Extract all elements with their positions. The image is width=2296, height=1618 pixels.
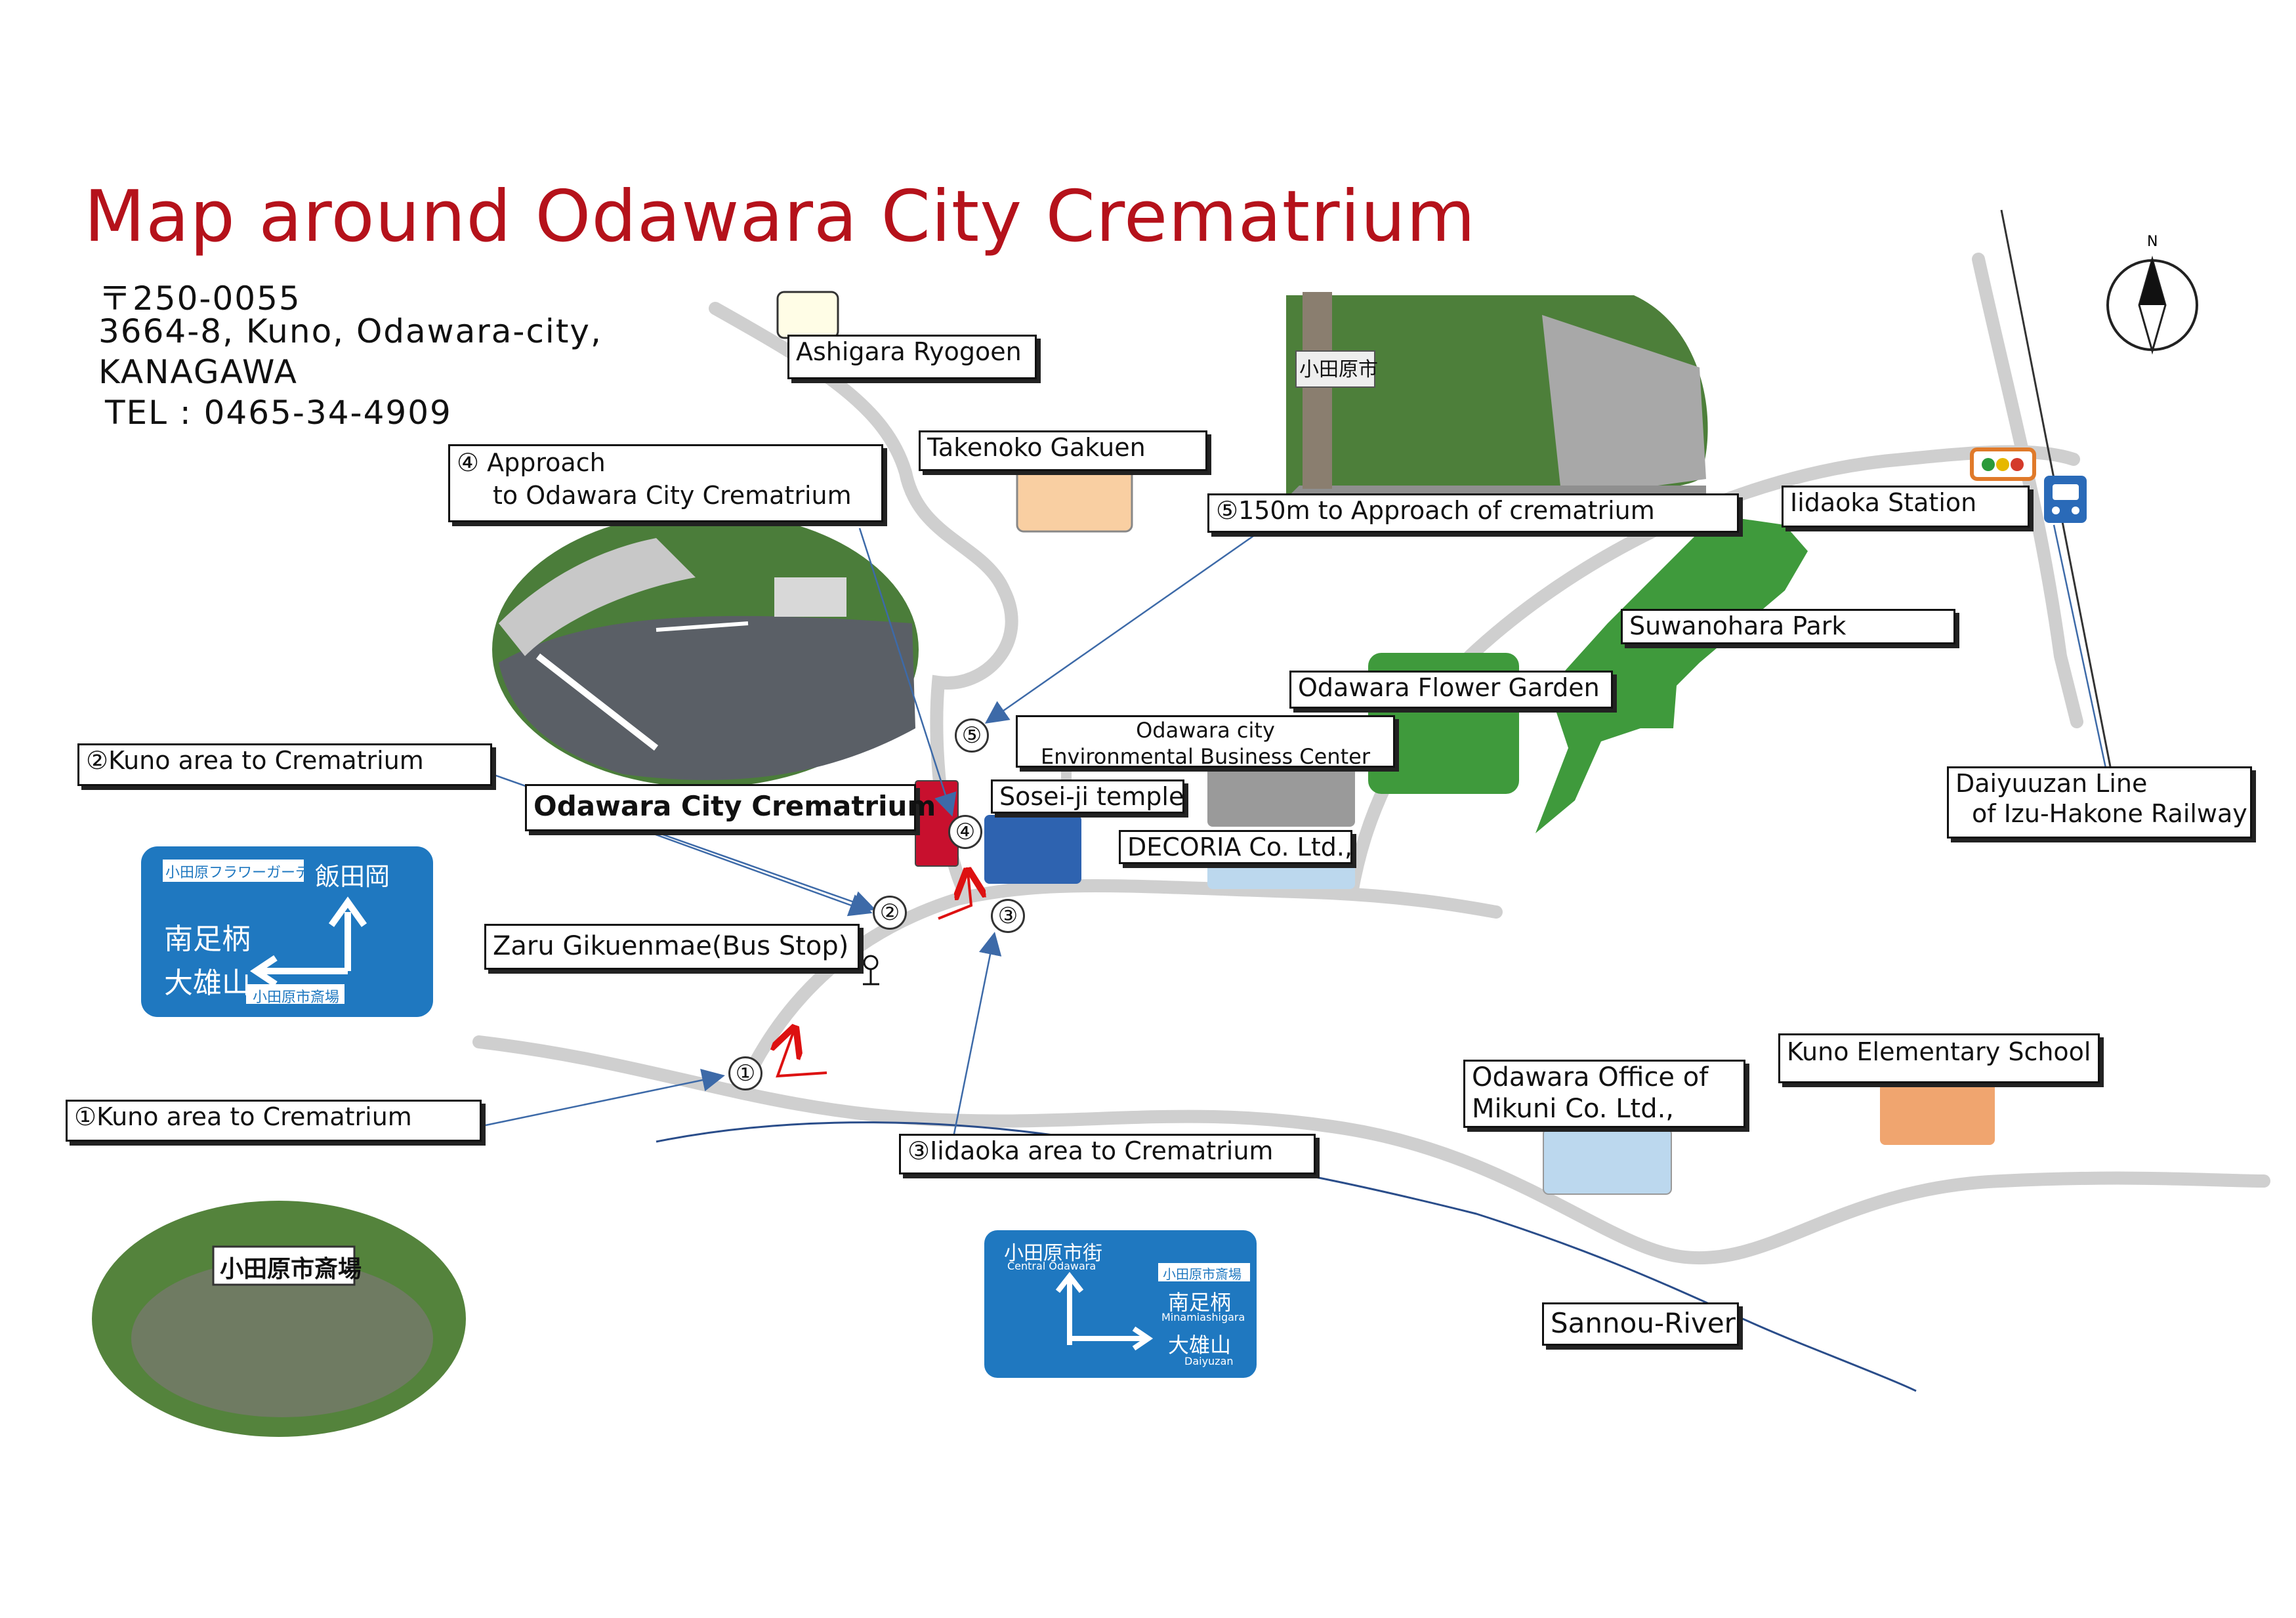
env-center-building [1207,755,1355,827]
address-line1: 3664-8, Kuno, Odawara-city, [98,312,602,350]
sign1-photo [92,1201,466,1437]
sign3-tag: 小田原市斎場 [1163,1266,1242,1282]
sign3-dest1: 南足柄 [1168,1290,1232,1315]
sign5-text: 小田原市 [1299,358,1378,381]
label-iidaoka-station: Iidaoka Station [1782,486,2030,528]
route-mark-1 [778,1030,827,1078]
sign5-photo [1286,292,1708,499]
label-bus-stop: Zaru Gikuenmae(Bus Stop) [484,924,860,970]
sign3-photo [984,1230,1257,1378]
sign1-text: 小田原市斎場 [220,1256,362,1283]
address-postal: 〒250-0055 [98,280,301,318]
approach-photo [492,512,919,787]
marker-2: ② [873,896,907,930]
train-icon [2044,476,2087,523]
sign2-dest1: 南足柄 [164,923,251,956]
label-mikuni: Odawara Office of Mikuni Co. Ltd., [1463,1060,1745,1128]
label-route2: ②Kuno area to Crematrium [77,743,492,786]
sign3-top: 小田原市街 [1004,1242,1102,1265]
env-line1: Odawara city [1136,718,1275,743]
sign2-dest-top: 飯田岡 [315,862,390,891]
mikuni-building [1543,1128,1672,1195]
sign3-dest2: 大雄山 [1168,1333,1232,1358]
label-route1: ①Kuno area to Crematrium [66,1100,482,1142]
label-sosei: Sosei-ji temple [991,779,1184,814]
sannou-river [656,1121,1917,1392]
compass-icon [2106,255,2198,355]
kuno-school-building [1880,1083,1995,1145]
label-river: Sannou-River [1542,1302,1739,1346]
mikuni-line2: Mikuni Co. Ltd., [1472,1094,1675,1124]
ashigara-building [776,291,839,339]
railway-line1: Daiyuuzan Line [1955,769,2148,798]
sign2-banner: 小田原フラワーガーデン [165,865,325,881]
approach-line1: ④ Approach [457,448,606,477]
bus-stop-icon [863,955,879,985]
compass-north-label: N [2147,234,2158,250]
north-road [709,302,1018,899]
north-east-road [1972,253,2083,728]
marker-4: ④ [948,815,982,849]
label-takenoko: Takenoko Gakuen [919,430,1207,471]
sign3-dest1-en: Minamiashigara [1161,1311,1245,1323]
label-kuno-school: Kuno Elementary School [1778,1033,2100,1083]
label-suwanohara: Suwanohara Park [1621,609,1955,644]
label-crematrium: Odawara City Crematrium [525,784,936,831]
address-tel: TEL : 0465-34-4909 [105,394,452,432]
label-route5: ⑤150m to Approach of crematrium [1207,493,1739,533]
approach-line2: to Odawara City Crematrium [493,481,852,510]
sign2-dest2: 大雄山 [164,966,251,1000]
route-mark-2 [938,873,971,920]
sign3-dest2-en: Daiyuzan [1184,1355,1234,1367]
label-flower-garden: Odawara Flower Garden [1289,671,1613,709]
address-line2: KANAGAWA [98,353,298,391]
marker-3: ③ [991,899,1025,933]
main-road [472,1035,2270,1265]
mikuni-line1: Odawara Office of [1472,1062,1709,1092]
label-decoria: DECORIA Co. Ltd., [1119,830,1352,864]
marker-5: ⑤ [955,718,989,753]
sosei-building [984,815,1081,884]
env-line2: Environmental Business Center [1041,744,1370,769]
label-env-center: Odawara city Environmental Business Cent… [1016,715,1395,769]
label-approach: ④ Approach to Odawara City Crematrium [448,444,883,522]
label-ashigara: Ashigara Ryogoen [787,335,1037,379]
approach-road [741,879,1503,1083]
sign2-foot: 小田原市斎場 [253,989,340,1006]
page-title: Map around Odawara City Crematrium [84,176,1476,258]
marker-1: ① [728,1056,762,1090]
railway-line2: of Izu-Hakone Railway [1972,799,2247,828]
label-route3: ③Iidaoka area to Crematrium [899,1134,1316,1174]
suwanohara-park-shape [1535,515,1808,833]
sign3-top-en: Central Odawara [1007,1260,1096,1272]
label-railway: Daiyuuzan Line of Izu-Hakone Railway [1947,766,2252,839]
signal-icon [1970,447,2036,481]
sign2-photo [141,846,433,1017]
